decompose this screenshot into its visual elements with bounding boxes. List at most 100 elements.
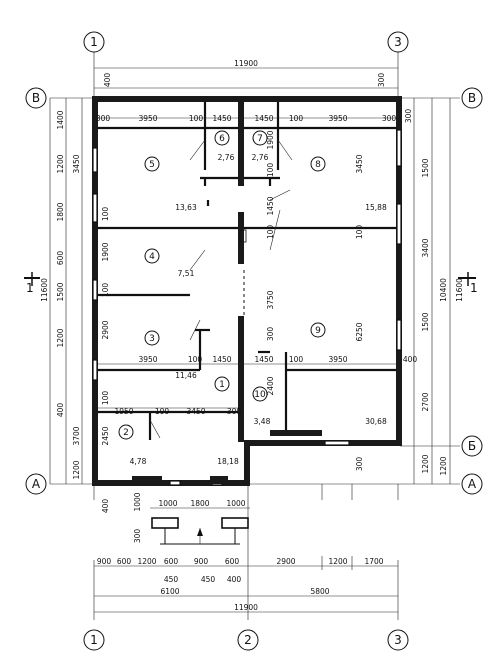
svg-text:30,68: 30,68 [365, 417, 387, 426]
dim-left-4: 1500 [56, 282, 65, 301]
dim-row-v-1: 3950 [138, 114, 157, 123]
dim-bot1-4: 900 [194, 557, 209, 566]
dim-porch-2: 1000 [226, 499, 245, 508]
dim-row-v-4: 1450 [254, 114, 273, 123]
dim-row-v-7: 300 [382, 114, 397, 123]
room-6: 6 2,76 [214, 130, 235, 162]
dim-porch-left-2: 300 [133, 529, 142, 544]
svg-text:В: В [32, 91, 40, 105]
room-5: 5 13,63 [144, 156, 197, 212]
dim-inner-vert-2: 1450 [266, 196, 275, 215]
dim-inner-vert-3: 100 [266, 225, 275, 240]
dim-right-inner-2: 3750 [266, 290, 275, 309]
dim-mid1-3: 1450 [254, 355, 273, 364]
dim-left-inner-2: 1900 [101, 242, 110, 261]
dim-left-inner-5: 100 [101, 391, 110, 406]
dim-mid1-1: 100 [188, 355, 203, 364]
svg-text:11,46: 11,46 [175, 371, 197, 380]
dim-row-v-2: 100 [189, 114, 204, 123]
room-7: 7 2,76 [252, 130, 269, 162]
dim-mid2-0: 1950 [114, 407, 133, 416]
axis-marker-top-1: 1 [83, 31, 105, 53]
dashed-openings [210, 227, 247, 316]
axis-marker-right-v: В [461, 87, 483, 109]
section-mark-left: 1 [24, 272, 40, 295]
dim-bot1-2: 1200 [137, 557, 156, 566]
dim-right-inner-0: 3450 [355, 154, 364, 173]
svg-text:А: А [32, 477, 41, 491]
dim-left-inner-6: 2450 [101, 426, 110, 445]
dim-bot1-1: 600 [117, 557, 132, 566]
room-9: 9 30,68 [310, 322, 387, 426]
axis-marker-right-a: А [461, 473, 483, 495]
dim-left-3: 600 [56, 251, 65, 266]
dim-bot2-0: 450 [164, 575, 179, 584]
svg-text:2,76: 2,76 [252, 153, 269, 162]
mid-dimension-line [98, 363, 396, 409]
dim-bot1-8: 1700 [364, 557, 383, 566]
interior-walls [98, 102, 396, 442]
dim-bot2-2: 400 [227, 575, 242, 584]
dim-inner-vert-1: 100 [266, 163, 275, 178]
dim-left-5: 1200 [56, 328, 65, 347]
porch-area: 18,18 [217, 457, 239, 466]
dim-right-4: 2700 [421, 392, 430, 411]
dim-mid1-2: 1450 [212, 355, 231, 364]
bottom-dimension-lines [94, 507, 398, 613]
dim-right-1200: 1200 [439, 456, 448, 475]
dim-mid1-0: 3950 [138, 355, 157, 364]
left-dimension-lines [49, 98, 83, 484]
dim-left-inner-3: 100 [101, 283, 110, 298]
svg-text:4: 4 [149, 252, 155, 262]
axis-marker-bottom-2: 2 [237, 629, 259, 651]
dim-bot1-7: 1200 [328, 557, 347, 566]
room-4: 4 7,51 [144, 248, 195, 278]
dim-left-inner-4: 2900 [101, 320, 110, 339]
dim-right-2: 3400 [421, 238, 430, 257]
bottom-ticks [321, 484, 353, 570]
dim-inner-vert-4: 2400 [266, 376, 275, 395]
right-dimension-lines [413, 98, 451, 484]
svg-text:А: А [468, 477, 477, 491]
svg-text:В: В [468, 91, 476, 105]
dim-right-total2: 11600 [455, 278, 464, 302]
svg-text:13,63: 13,63 [175, 203, 197, 212]
axis-marker-bottom-3: 3 [387, 629, 409, 651]
dim-row-v-5: 100 [289, 114, 304, 123]
svg-text:3,48: 3,48 [254, 417, 271, 426]
axis-marker-right-b: Б [461, 435, 483, 457]
svg-text:1: 1 [470, 281, 478, 295]
section-mark-right: 1 [458, 272, 478, 295]
dim-bot2-1: 450 [201, 575, 216, 584]
dim-right-3: 1500 [421, 312, 430, 331]
dim-row-v-6: 3950 [328, 114, 347, 123]
dim-porch-0: 1000 [158, 499, 177, 508]
dim-bot-6100: 6100 [160, 587, 179, 596]
svg-text:1: 1 [219, 380, 225, 390]
dim-bot1-5: 600 [225, 557, 240, 566]
dim-right-total1: 10400 [439, 278, 448, 302]
svg-text:5: 5 [149, 160, 155, 170]
windows [92, 129, 402, 486]
dim-left-1200: 1200 [72, 460, 81, 479]
svg-text:2: 2 [123, 428, 129, 438]
axis-marker-left-a: А [25, 473, 47, 495]
dim-left-6: 400 [56, 403, 65, 418]
svg-text:10: 10 [254, 390, 266, 400]
svg-text:15,88: 15,88 [365, 203, 387, 212]
porch [132, 476, 249, 545]
svg-text:7: 7 [257, 134, 263, 144]
svg-text:2: 2 [244, 633, 252, 647]
dim-mid2-2: 3450 [186, 407, 205, 416]
dim-bot1-6: 2900 [276, 557, 295, 566]
dim-porch-left-0: 400 [101, 499, 110, 514]
dim-right-inner-1: 100 [355, 225, 364, 240]
dim-mid1-4: 100 [289, 355, 304, 364]
dim-left-3700: 3700 [72, 426, 81, 445]
dim-left-2: 1800 [56, 202, 65, 221]
svg-text:3: 3 [394, 35, 402, 49]
dim-bot-overall: 11900 [234, 603, 258, 612]
dim-right-1: 1500 [421, 158, 430, 177]
dim-left-1: 1200 [56, 154, 65, 173]
dim-top-overall: 11900 [234, 59, 258, 68]
